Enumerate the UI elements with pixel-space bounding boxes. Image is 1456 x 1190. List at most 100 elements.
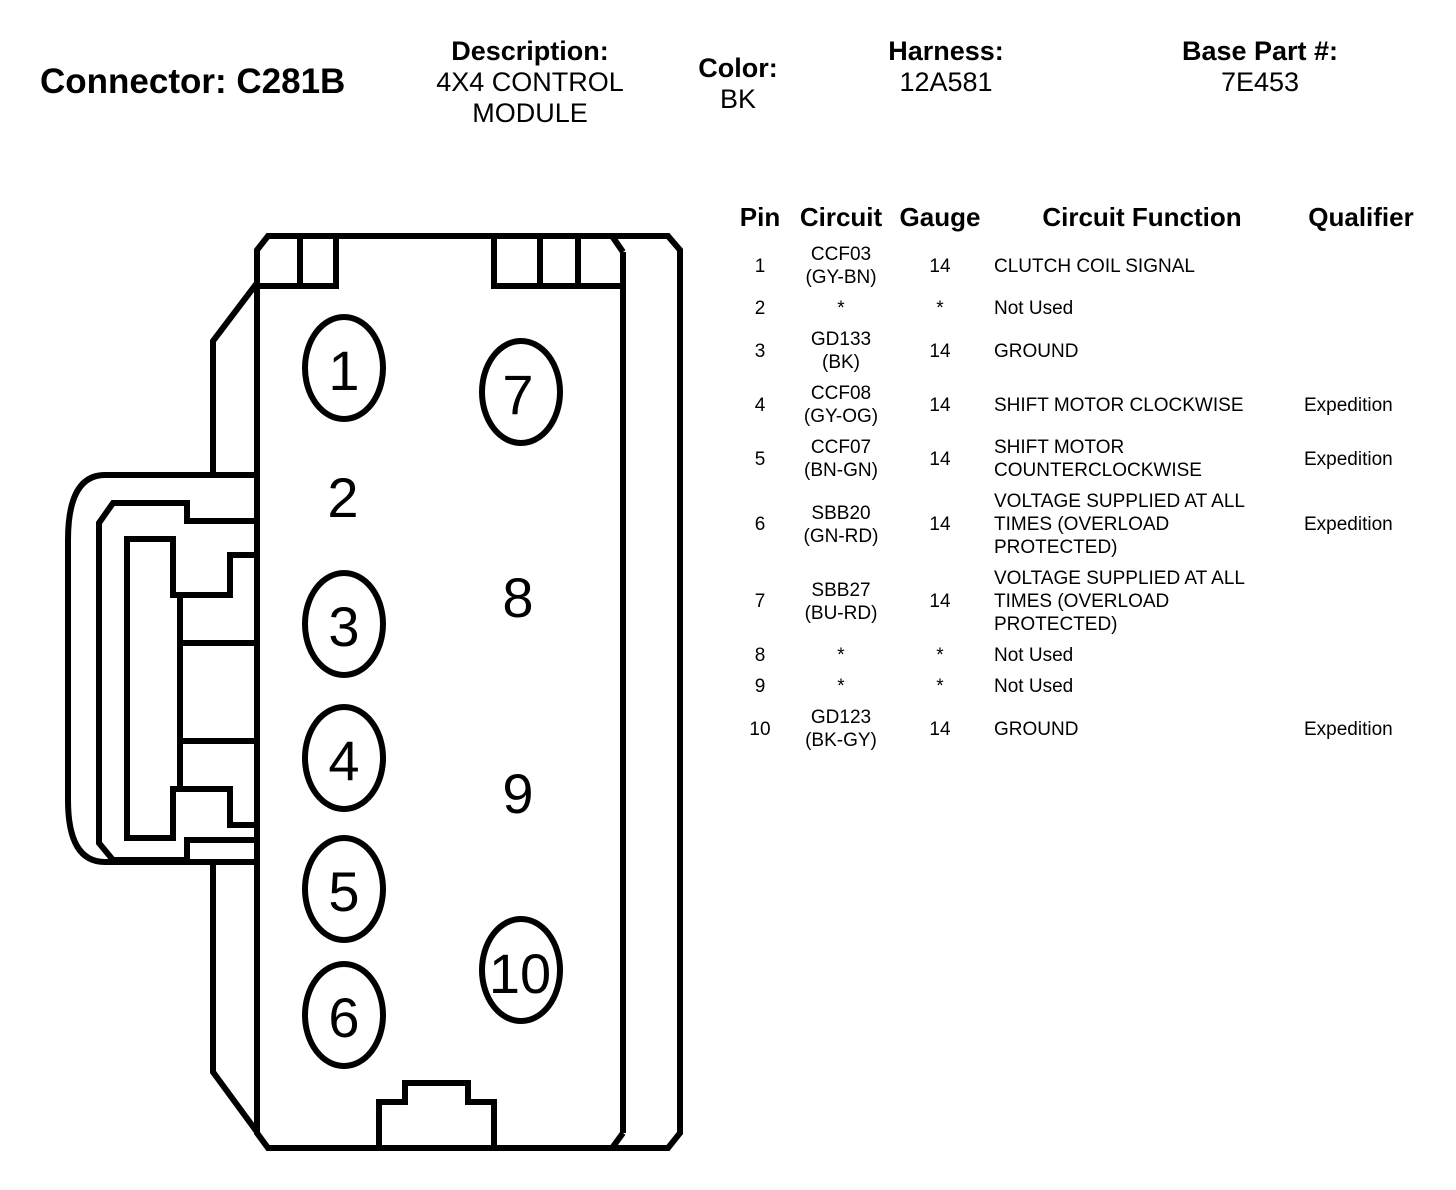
latch-inner (96, 500, 257, 863)
qualifier-cell (1298, 563, 1424, 640)
pin-label-1: 1 (328, 339, 359, 402)
base-part-label: Base Part #: (1181, 36, 1339, 66)
circuit-function-cell: SHIFT MOTOR COUNTERCLOCKWISE (994, 437, 1202, 481)
gauge-cell: 14 (929, 394, 951, 416)
column-header-circuit: Circuit (799, 202, 883, 232)
bottom-key (376, 1080, 497, 1148)
gauge-cell: * (936, 645, 944, 666)
table-header-row: Pin Circuit Gauge Circuit Function Quali… (732, 200, 1424, 239)
qualifier-cell (1298, 293, 1424, 324)
circuit-function-cell: Not Used (994, 676, 1074, 697)
circuit-id: * (837, 645, 845, 666)
pin-number-cell: 8 (754, 645, 766, 666)
qualifier-cell (1298, 671, 1424, 702)
base-part-block: Base Part #: 7E453 (1160, 35, 1360, 98)
gauge-cell: 14 (929, 448, 951, 470)
latch-outer (65, 472, 257, 865)
color-label: Color: (698, 53, 778, 83)
circuit-id: * (837, 676, 845, 697)
circuit-id: GD133 (810, 329, 872, 350)
circuit-cell: GD133(BK) (788, 324, 894, 378)
circuit-cell: CCF08(GY-OG) (788, 378, 894, 432)
circuit-function-cell: VOLTAGE SUPPLIED AT ALL TIMES (OVERLOAD … (994, 491, 1245, 558)
circuit-cell: CCF07(BN-GN) (788, 432, 894, 486)
top-key-right (491, 236, 623, 289)
top-key-left (257, 236, 339, 289)
harness-label: Harness: (888, 36, 1004, 66)
column-header-gauge: Gauge (899, 202, 981, 232)
circuit-function-cell: GROUND (994, 718, 1079, 740)
wire-color: (BN-GN) (804, 460, 878, 481)
circuit-cell: * (788, 293, 894, 324)
description-value-line1: 4X4 CONTROL (436, 67, 624, 97)
pin-label-4: 4 (328, 729, 359, 792)
qualifier-cell: Expedition (1304, 718, 1393, 740)
pin-10-circle (479, 916, 563, 1024)
wire-color: (GY-OG) (803, 406, 879, 427)
pin-3-circle (302, 570, 386, 678)
circuit-id: SBB20 (811, 502, 871, 524)
circuit-cell: * (788, 671, 894, 702)
table-row: 2 * * Not Used (732, 293, 1424, 324)
latch-tab (124, 536, 257, 841)
pin-label-6: 6 (328, 986, 359, 1049)
circuit-function-cell: Not Used (994, 645, 1074, 666)
qualifier-cell (1298, 640, 1424, 671)
description-value-line2: MODULE (472, 98, 588, 128)
pin-number-cell: 10 (749, 718, 771, 740)
table-row: 9**Not Used (732, 671, 1424, 702)
pin-label-9: 9 (502, 762, 533, 825)
table-row: 5 CCF07(BN-GN) 14 SHIFT MOTOR COUNTERCLOCKW… (732, 432, 1424, 486)
table-row: 8 * * Not Used (732, 640, 1424, 671)
circuit-function-cell: GROUND (994, 340, 1079, 362)
pin-7-circle (479, 338, 563, 446)
latch-side-wall-bottom (210, 862, 260, 1134)
gauge-cell: 14 (929, 514, 951, 535)
description-block: Description: 4X4 CONTROL MODULE (410, 35, 650, 129)
circuit-function-cell: VOLTAGE SUPPLIED AT ALL TIMES (OVERLOAD … (994, 568, 1245, 635)
color-block: Color: BK (680, 52, 796, 115)
table-row: 6 SBB20(GN-RD) 14 VOLTAGE SUPPLIED AT ALL T… (732, 486, 1424, 563)
pin-number-cell: 2 (754, 298, 766, 319)
qualifier-cell: Expedition (1304, 514, 1393, 535)
circuit-cell: * (788, 640, 894, 671)
pin-number-cell: 7 (754, 591, 766, 612)
pin-label-3: 3 (328, 595, 359, 658)
qualifier-cell: Expedition (1304, 448, 1393, 470)
table-row: 7 SBB27(BU-RD) 14 VOLTAGE SUPPLIED AT ALL T… (732, 563, 1424, 640)
pin-label-7: 7 (502, 363, 533, 426)
circuit-function-cell: SHIFT MOTOR CLOCKWISE (994, 394, 1244, 416)
description-label: Description: (451, 36, 609, 66)
wire-color: (BK-GY) (805, 730, 877, 751)
circuit-id: * (837, 298, 845, 319)
column-header-circuit-function: Circuit Function (1042, 202, 1242, 232)
shell-inner-corner-top (609, 234, 626, 254)
connector-title: Connector: C281B (40, 62, 346, 101)
shell-inner-corner-bottom (609, 1131, 626, 1150)
pin-number-cell: 1 (754, 255, 766, 277)
pin-5-circle (302, 835, 386, 943)
circuit-id: CCF07 (810, 437, 872, 458)
circuit-id: CCF03 (810, 244, 872, 265)
column-header-pin: Pin (739, 202, 781, 232)
circuit-cell: SBB20(GN-RD) (788, 486, 894, 563)
latch-side-wall-top (210, 281, 260, 475)
qualifier-cell (1298, 239, 1424, 293)
gauge-cell: 14 (929, 340, 951, 362)
base-part-value: 7E453 (1220, 67, 1300, 97)
gauge-cell: * (936, 298, 944, 319)
gauge-cell: 14 (929, 591, 951, 612)
pin-label-8: 8 (502, 566, 533, 629)
circuit-function-cell: Not Used (994, 298, 1074, 319)
circuit-cell: SBB27(BU-RD) (788, 563, 894, 640)
circuit-id: GD123 (810, 707, 872, 728)
pin-label-5: 5 (328, 860, 359, 923)
harness-block: Harness: 12A581 (860, 35, 1032, 98)
pin-number-cell: 4 (754, 394, 766, 416)
pin-number-cell: 6 (754, 514, 766, 535)
pin-number-cell: 5 (754, 448, 766, 470)
pin-6-circle (302, 961, 386, 1069)
circuit-id: SBB27 (811, 579, 871, 601)
